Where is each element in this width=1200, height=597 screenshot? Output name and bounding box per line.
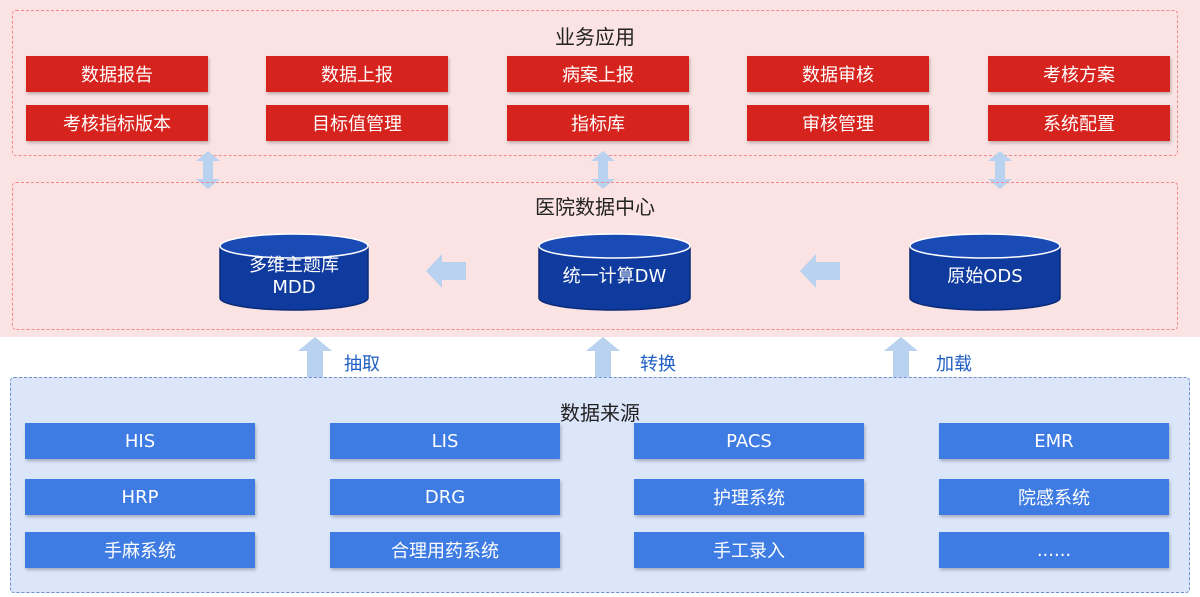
mdd-label[interactable]: 多维主题库 MDD <box>218 254 370 300</box>
source-lis[interactable]: LIS <box>330 423 560 459</box>
label-load: 加载 <box>936 354 972 375</box>
arrow-left-icon-2 <box>800 254 840 288</box>
double-arrow-icon-center <box>591 151 615 189</box>
double-arrow-icon-left <box>196 151 220 189</box>
btn-indicator-version[interactable]: 考核指标版本 <box>26 105 208 141</box>
business-title: 业务应用 <box>555 25 635 49</box>
source-more[interactable]: ...... <box>939 532 1169 568</box>
dw-label[interactable]: 统一计算DW <box>562 266 667 287</box>
label-extract: 抽取 <box>344 354 380 375</box>
source-rational-drug[interactable]: 合理用药系统 <box>330 532 560 568</box>
source-infection[interactable]: 院感系统 <box>939 479 1169 515</box>
source-pacs[interactable]: PACS <box>634 423 864 459</box>
ods-database-icon <box>909 233 1061 311</box>
source-manual-entry[interactable]: 手工录入 <box>634 532 864 568</box>
source-his[interactable]: HIS <box>25 423 255 459</box>
business-panel: 业务应用 <box>12 10 1178 156</box>
source-drg[interactable]: DRG <box>330 479 560 515</box>
up-arrow-icon-load <box>884 337 918 377</box>
ods-label[interactable]: 原始ODS <box>947 266 1023 287</box>
datacenter-title: 医院数据中心 <box>535 195 655 219</box>
source-anesthesia[interactable]: 手麻系统 <box>25 532 255 568</box>
mdd-label-line2: MDD <box>272 277 316 298</box>
mdd-database-icon <box>219 233 369 311</box>
btn-data-report[interactable]: 数据报告 <box>26 56 208 92</box>
source-nursing[interactable]: 护理系统 <box>634 479 864 515</box>
btn-assessment-plan[interactable]: 考核方案 <box>988 56 1170 92</box>
source-hrp[interactable]: HRP <box>25 479 255 515</box>
btn-indicator-library[interactable]: 指标库 <box>507 105 689 141</box>
mdd-label-line1: 多维主题库 <box>249 255 339 276</box>
btn-case-submit[interactable]: 病案上报 <box>507 56 689 92</box>
btn-system-config[interactable]: 系统配置 <box>988 105 1170 141</box>
up-arrow-icon-extract <box>298 337 332 377</box>
dw-database-icon <box>538 233 691 311</box>
sources-title: 数据来源 <box>560 401 640 425</box>
btn-audit-management[interactable]: 审核管理 <box>747 105 929 141</box>
btn-target-management[interactable]: 目标值管理 <box>266 105 448 141</box>
btn-data-submit[interactable]: 数据上报 <box>266 56 448 92</box>
label-transform: 转换 <box>640 354 676 375</box>
datacenter-panel: 医院数据中心 <box>12 182 1178 330</box>
up-arrow-icon-transform <box>586 337 620 377</box>
double-arrow-icon-right <box>988 151 1012 189</box>
btn-data-audit[interactable]: 数据审核 <box>747 56 929 92</box>
source-emr[interactable]: EMR <box>939 423 1169 459</box>
arrow-left-icon-1 <box>426 254 466 288</box>
